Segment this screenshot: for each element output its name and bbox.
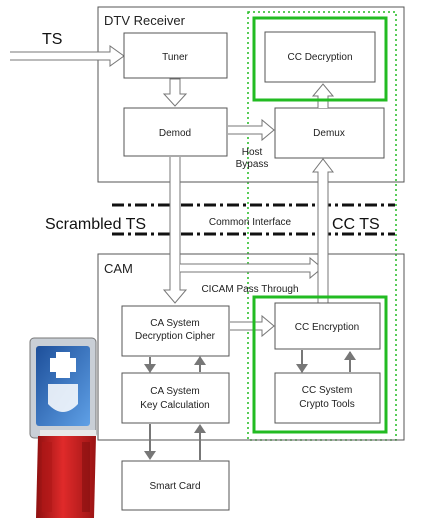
cc-crypto-tools-label-2: Crypto Tools (299, 399, 354, 410)
cicam-pass-through-arrow (180, 256, 323, 280)
tuner-label: Tuner (162, 52, 188, 63)
host-bypass-label-2: Bypass (236, 159, 269, 170)
cc-decryption-box (264, 31, 376, 83)
cc-crypto-to-enc-head (344, 351, 356, 360)
ca-key-calc-label-1: CA System (150, 386, 199, 397)
ca-key-to-dec-head (194, 356, 206, 365)
scrambled-ts-arrow (162, 157, 188, 304)
demux-box (274, 107, 385, 159)
ca-decryption-label-2: Decryption Cipher (135, 331, 216, 342)
cc-crypto-tools-box (274, 372, 381, 424)
cc-crypto-tools-label-1: CC System (302, 385, 353, 396)
key-to-smartcard-head (144, 451, 156, 460)
ca-key-calc-label-2: Key Calculation (140, 400, 209, 411)
ca-decryption-box (121, 305, 230, 357)
cc-ts-arrow (311, 158, 335, 303)
cam-frame (97, 253, 405, 441)
ca-to-cc-encryption-arrow (230, 314, 275, 338)
smart-card-box (121, 460, 230, 511)
ca-decryption-label-1: CA System (150, 318, 199, 329)
ts-input-label: TS (42, 31, 62, 48)
tuner-box (123, 32, 228, 79)
dtv-receiver-title: DTV Receiver (104, 13, 186, 28)
demod-label: Demod (159, 128, 191, 139)
cicam-pass-through-label: CICAM Pass Through (201, 284, 298, 295)
demux-to-ccdecrypt-arrow (311, 83, 335, 108)
cam-title: CAM (104, 261, 133, 276)
demod-box (123, 107, 228, 157)
cc-ts-label: CC TS (332, 216, 380, 233)
demux-label: Demux (313, 128, 345, 139)
cc-encryption-label: CC Encryption (295, 322, 359, 333)
common-interface-label: Common Interface (209, 217, 292, 228)
host-bypass-arrow (228, 118, 275, 142)
cc-decryption-highlight (252, 16, 388, 102)
host-bypass-label-1: Host (242, 147, 263, 158)
cc-encryption-box (274, 302, 381, 350)
smart-card-label: Smart Card (149, 481, 200, 492)
cc-cam-highlight (252, 295, 388, 434)
cc-decryption-label: CC Decryption (287, 52, 352, 63)
cam-card-icon (29, 337, 97, 518)
tuner-to-demod-arrow (162, 78, 188, 107)
ca-key-calc-box (121, 372, 230, 424)
scrambled-ts-label: Scrambled TS (45, 216, 146, 233)
ts-input-arrow (10, 45, 125, 67)
ca-dec-to-key-head (144, 364, 156, 373)
cc-enc-to-crypto-head (296, 364, 308, 373)
smartcard-to-key-head (194, 424, 206, 433)
dtv-receiver-frame (97, 6, 405, 183)
